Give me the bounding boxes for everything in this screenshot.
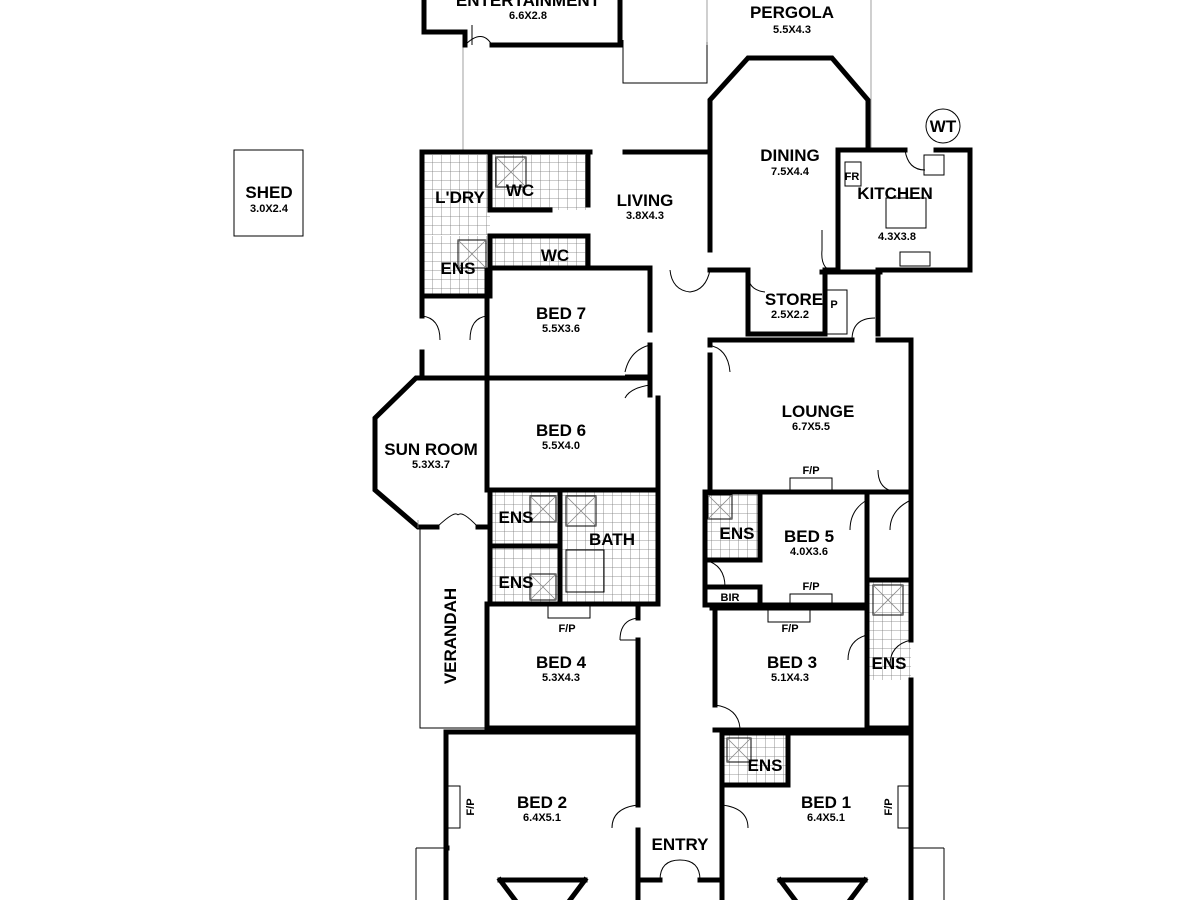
kitchen-island: [885, 197, 927, 229]
dim-pergola: 5.5X4.3: [773, 24, 811, 36]
room-labels: ENTERTAINMENT 6.6X2.8 PERGOLA 5.5X4.3 SH…: [245, 0, 956, 854]
shower-bath: [565, 495, 597, 527]
label-entry: ENTRY: [652, 835, 710, 854]
label-ens-bed6: ENS: [499, 508, 534, 527]
label-fp-lounge: F/P: [802, 465, 819, 477]
fireplace-bed2: [447, 785, 461, 829]
label-living: LIVING: [617, 191, 674, 210]
label-bed6: BED 6: [536, 421, 586, 440]
pantry: [824, 289, 848, 335]
label-bed1: BED 1: [801, 793, 851, 812]
dim-kitchen: 4.3X3.8: [878, 231, 916, 243]
label-fp-bed4: F/P: [558, 623, 575, 635]
verandah-outline: [419, 527, 486, 729]
shower-bed1: [726, 737, 752, 763]
dim-bed1: 6.4X5.1: [807, 812, 845, 824]
label-ens-bed4: ENS: [499, 573, 534, 592]
bath-tub: [565, 549, 605, 593]
dim-bed6: 5.5X4.0: [542, 440, 580, 452]
shower-wc: [495, 156, 527, 188]
dim-bed5: 4.0X3.6: [790, 546, 828, 558]
fridge-space: [844, 161, 862, 187]
fireplace-bed5: [789, 593, 833, 607]
label-fp-bed2: F/P: [465, 798, 477, 815]
label-wc-lower: WC: [541, 246, 569, 265]
label-bir: BIR: [721, 592, 740, 604]
water-tank: [925, 108, 961, 144]
dim-living: 3.8X4.3: [626, 210, 664, 222]
label-pergola: PERGOLA: [750, 3, 834, 22]
label-ens-bed3: ENS: [872, 654, 907, 673]
door-swings: [421, 25, 926, 881]
fireplace-bed3: [767, 609, 811, 623]
label-ens-bed5: ENS: [720, 524, 755, 543]
label-laundry: L'DRY: [435, 188, 485, 207]
bay-windows: [496, 876, 869, 900]
kitchen-sink: [899, 251, 931, 267]
dim-bed7: 5.5X3.6: [542, 323, 580, 335]
label-fp-bed1: F/P: [883, 798, 895, 815]
label-bed3: BED 3: [767, 653, 817, 672]
dim-bed2: 6.4X5.1: [523, 812, 561, 824]
shed-outline: [233, 149, 304, 237]
label-store: STORE: [765, 290, 823, 309]
label-shed: SHED: [245, 183, 292, 202]
fireplace-bed1: [897, 785, 911, 829]
shower-ens: [457, 239, 487, 269]
label-bed4: BED 4: [536, 653, 587, 672]
label-wt: WT: [930, 117, 957, 136]
dim-bed4: 5.3X4.3: [542, 672, 580, 684]
fixtures: [417, 154, 945, 829]
label-lounge: LOUNGE: [782, 402, 855, 421]
label-ens-laundry: ENS: [441, 259, 476, 278]
cooktop: [923, 154, 945, 176]
shower-bed5: [707, 494, 733, 520]
shower-bed3: [872, 584, 904, 616]
tiled-areas: [422, 155, 911, 785]
dim-entertainment: 6.6X2.8: [509, 10, 547, 22]
label-fp-bed5: F/P: [802, 581, 819, 593]
label-dining: DINING: [760, 146, 820, 165]
label-bed5: BED 5: [784, 527, 834, 546]
label-bath: BATH: [589, 530, 635, 549]
label-ens-bed1: ENS: [748, 756, 783, 775]
fireplace-bed4: [547, 605, 591, 619]
label-bed2: BED 2: [517, 793, 567, 812]
fireplace-lounge: [789, 477, 833, 491]
dim-shed: 3.0X2.4: [250, 203, 289, 215]
dim-lounge: 6.7X5.5: [792, 421, 830, 433]
label-bed7: BED 7: [536, 304, 586, 323]
label-fp-bed3: F/P: [781, 623, 798, 635]
label-sunroom: SUN ROOM: [384, 440, 478, 459]
dim-dining: 7.5X4.4: [771, 166, 810, 178]
label-verandah: VERANDAH: [441, 588, 460, 684]
label-pantry: P: [830, 299, 837, 311]
label-fridge: FR: [845, 171, 860, 183]
walls: [372, 0, 973, 900]
dim-store: 2.5X2.2: [771, 309, 809, 321]
dim-bed3: 5.1X4.3: [771, 672, 809, 684]
pergola-post-outline: [622, 40, 708, 84]
label-entertainment: ENTERTAINMENT: [456, 0, 601, 10]
label-kitchen: KITCHEN: [857, 184, 933, 203]
outdoor-areas: [233, 0, 961, 900]
shower-ens6: [529, 495, 557, 523]
dim-sunroom: 5.3X3.7: [412, 459, 450, 471]
label-wc-upper: WC: [506, 181, 534, 200]
shower-ens4: [529, 573, 557, 601]
